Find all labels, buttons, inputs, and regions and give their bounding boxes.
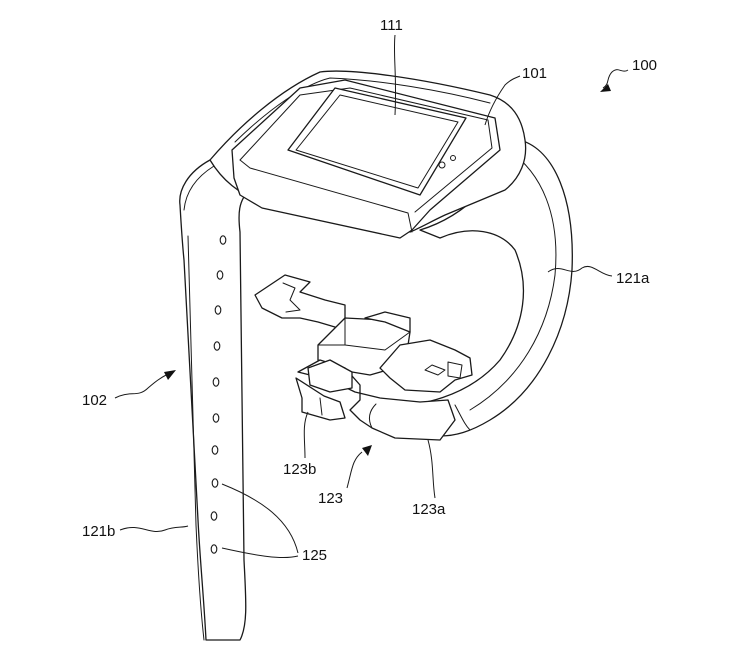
label-101: 101	[522, 65, 547, 82]
label-123b: 123b	[283, 461, 316, 478]
label-123a: 123a	[412, 501, 446, 518]
arrow-icon	[164, 370, 176, 380]
label-125: 125	[302, 547, 327, 564]
strap-hole	[219, 235, 227, 245]
label-123: 123	[318, 490, 343, 507]
strap-holes	[210, 235, 227, 554]
buckle	[254, 274, 473, 441]
strap-hole	[210, 511, 218, 521]
arrow-icon	[600, 84, 611, 92]
reference-labels: 100 101 111 121a 102 121b 123b 123 123a …	[82, 17, 657, 564]
watch-body	[209, 70, 527, 239]
display-screen	[287, 87, 467, 196]
arrowheads	[164, 84, 611, 456]
strap-hole	[212, 377, 220, 387]
leader-lines	[114, 34, 629, 559]
strap-hole	[212, 413, 220, 423]
label-111: 111	[380, 17, 403, 34]
label-100: 100	[632, 57, 657, 74]
label-121a: 121a	[616, 270, 650, 287]
strap-hole	[213, 341, 221, 351]
label-121b: 121b	[82, 523, 115, 540]
strap-hole	[210, 544, 218, 554]
strap-hole	[216, 270, 224, 280]
strap-hole	[211, 478, 219, 488]
label-102: 102	[82, 392, 107, 409]
strap-hole	[211, 445, 219, 455]
second-strap	[179, 159, 251, 641]
strap-hole	[214, 305, 222, 315]
first-strap	[369, 139, 573, 437]
arrow-icon	[362, 445, 372, 456]
